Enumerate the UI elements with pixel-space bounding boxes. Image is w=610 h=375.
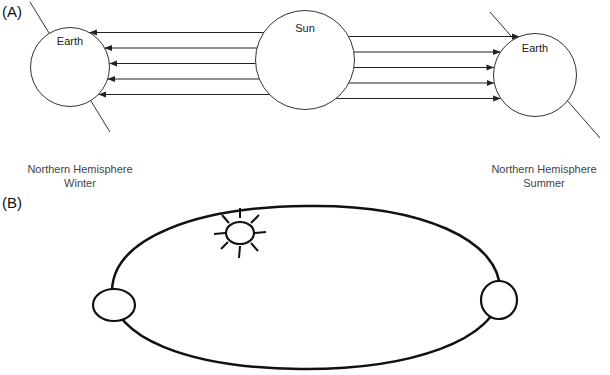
sun-ray	[222, 215, 229, 223]
circle-shape	[494, 34, 577, 117]
earth-axis	[30, 2, 110, 132]
sun-ray	[221, 242, 228, 249]
sunlight-arrow	[349, 82, 494, 83]
sunlight-arrow	[105, 47, 257, 48]
node-texts: Earth	[493, 42, 577, 55]
circle-shape	[256, 11, 355, 110]
earth-axis	[490, 12, 600, 138]
sun-rays	[214, 208, 266, 258]
earth-circle: Earth	[493, 33, 577, 117]
caption-label: Northern Hemisphere Summer	[486, 163, 602, 191]
sunlight-arrow	[89, 32, 264, 33]
sun-circle: Sun	[255, 10, 355, 110]
orbit-ellipse	[112, 206, 500, 369]
sunlight-arrow	[349, 36, 520, 37]
earth-sketch	[481, 281, 517, 319]
sun-ray	[251, 215, 259, 223]
sunlight-arrow	[336, 98, 501, 99]
sun-ray	[255, 232, 266, 233]
node-label: Earth	[57, 35, 83, 48]
sunlight-arrow	[354, 67, 494, 68]
sunlight-arrow	[109, 63, 255, 64]
sun-ray	[239, 246, 240, 258]
panel-label: (A)	[2, 3, 42, 22]
sunlight-arrow	[108, 78, 260, 79]
node-texts: Sun	[255, 22, 355, 35]
earth-sketch	[93, 289, 135, 321]
sunlight-arrow	[98, 94, 269, 95]
node-label: Sun	[295, 22, 315, 35]
panel-label: (B)	[2, 194, 42, 213]
sun-sketch	[226, 222, 254, 244]
sun-ray	[251, 243, 258, 251]
caption-label: Northern Hemisphere Winter	[22, 163, 138, 191]
node-label: Earth	[522, 42, 548, 55]
sunlight-arrow	[354, 51, 501, 52]
node-texts: Earth	[30, 35, 110, 48]
earth-circle: Earth	[30, 27, 110, 107]
circle-shape	[31, 28, 110, 107]
sun-ray	[214, 233, 225, 234]
sun-ray	[239, 208, 241, 218]
